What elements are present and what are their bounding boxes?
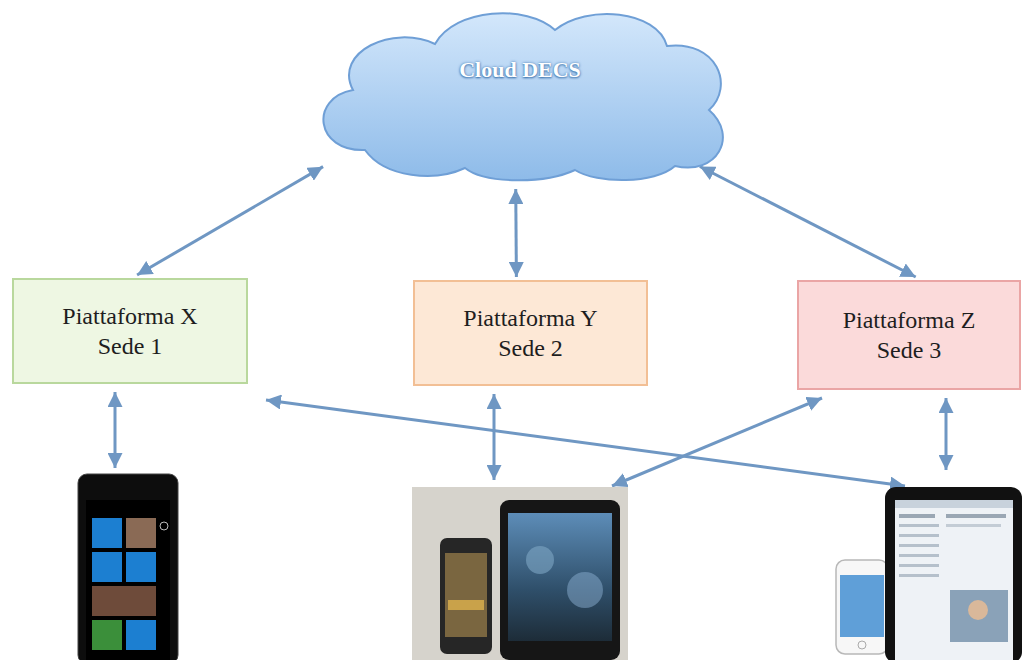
windows-phone xyxy=(78,474,178,660)
ipad xyxy=(885,487,1022,660)
cloud-node: Cloud DECS xyxy=(305,0,735,185)
device-arrows xyxy=(115,392,946,486)
platform-box: Piattaforma Y Sede 2 xyxy=(413,280,648,386)
platform-box: Piattaforma X Sede 1 xyxy=(12,278,248,384)
connector-arrow xyxy=(514,189,518,277)
platform-label: Piattaforma Y Sede 2 xyxy=(441,303,621,363)
device-arrow xyxy=(945,398,948,470)
cloud-label: Cloud DECS xyxy=(459,56,581,84)
device-arrow xyxy=(114,392,117,468)
device-arrow xyxy=(612,398,822,486)
iphone xyxy=(836,560,888,654)
platform-box: Piattaforma Z Sede 3 xyxy=(797,280,1021,390)
connector-arrow xyxy=(700,166,916,277)
cloud-shape xyxy=(305,0,735,185)
platform-label: Piattaforma Z Sede 3 xyxy=(819,305,999,365)
device-arrow xyxy=(266,400,905,486)
samsung-devices-photo xyxy=(412,487,628,660)
connector-arrow xyxy=(137,167,323,275)
platform-label: Piattaforma X Sede 1 xyxy=(40,301,220,361)
device-arrow xyxy=(493,394,496,480)
